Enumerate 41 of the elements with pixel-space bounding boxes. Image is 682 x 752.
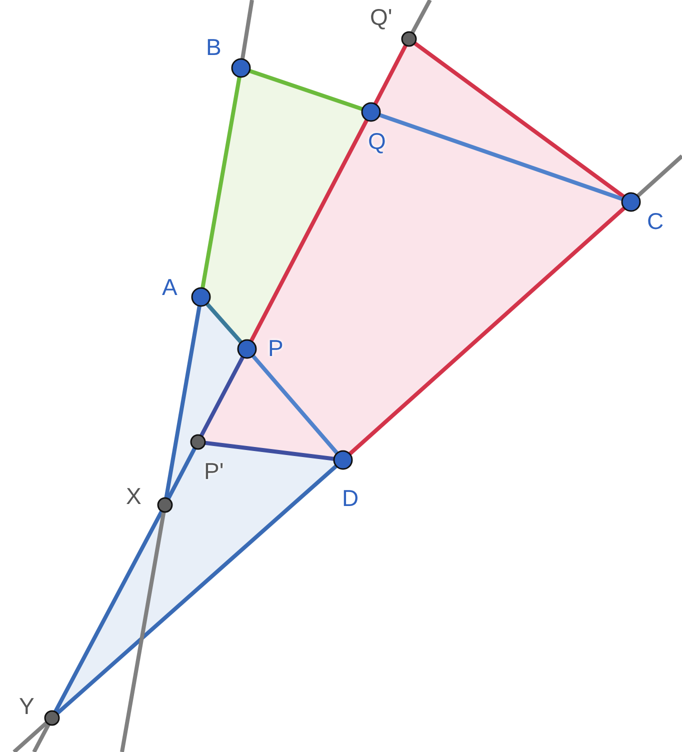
line-segment	[378, 113, 624, 201]
line-segment	[249, 119, 369, 342]
line-segment	[200, 356, 245, 437]
line-segment	[56, 464, 338, 715]
point-dot	[190, 434, 206, 450]
point-label: Y	[19, 695, 34, 718]
line-segment	[413, 42, 625, 198]
extended-line	[32, 723, 50, 752]
point-label: B	[206, 36, 222, 59]
point-label: Q	[368, 130, 386, 153]
point-dot	[44, 710, 60, 726]
point-dot	[401, 31, 417, 47]
point-dot	[333, 450, 353, 470]
extended-line	[240, 0, 254, 60]
point-dot	[237, 339, 257, 359]
extended-line	[12, 721, 48, 752]
line-segment	[200, 76, 242, 288]
line-segment	[54, 510, 164, 713]
extended-line	[636, 154, 682, 198]
point-dot	[621, 192, 641, 212]
point-label: P	[268, 337, 284, 360]
point-label: D	[342, 487, 359, 510]
point-dot	[231, 58, 251, 78]
line-segment	[373, 44, 408, 105]
point-label: X	[126, 485, 142, 508]
point-label: Q'	[370, 6, 392, 29]
point-label: C	[647, 210, 664, 233]
line-segment	[248, 69, 364, 111]
line-segment	[348, 206, 626, 456]
line-segment	[166, 447, 197, 500]
line-segment	[251, 354, 339, 454]
point-label: A	[162, 276, 178, 299]
extended-line	[120, 512, 166, 752]
point-label: P'	[204, 460, 224, 483]
line-segment	[164, 306, 202, 498]
line-segment	[204, 440, 334, 461]
point-dot	[157, 497, 173, 513]
line-segment	[205, 302, 243, 344]
extended-line	[410, 0, 432, 34]
point-dot	[191, 287, 211, 307]
point-dot	[361, 102, 381, 122]
